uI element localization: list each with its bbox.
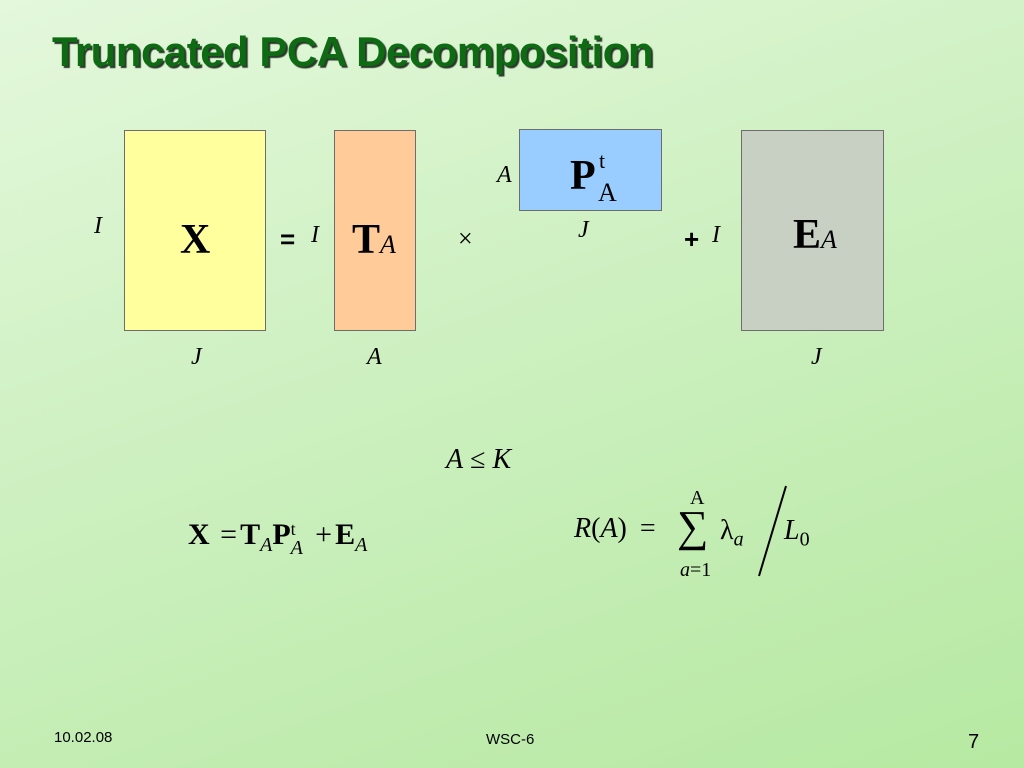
matrix-x-col-label: J: [191, 344, 202, 370]
matrix-e-row-label: I: [712, 222, 720, 248]
matrix-x-box: [124, 130, 266, 331]
lambda-term: λa: [720, 515, 744, 551]
sum-symbol: ∑: [677, 502, 709, 551]
matrix-e-col-label: J: [811, 344, 822, 370]
sum-lower-limit: a=1: [680, 559, 712, 581]
matrix-t-box: [334, 130, 416, 331]
matrix-e-symbol: EA: [793, 212, 837, 258]
matrix-p-box: [519, 129, 662, 211]
ratio-formula-lhs: R(A) =: [574, 513, 656, 544]
matrix-t-row-label: I: [311, 222, 319, 248]
constraint-formula: A ≤ K: [446, 444, 512, 475]
footer-date: 10.02.08: [54, 729, 113, 746]
sum-upper-limit: A: [690, 487, 705, 509]
equals-sign: =: [280, 224, 296, 254]
slide-title: Truncated PCA Decomposition: [52, 28, 654, 75]
matrix-t-col-label: A: [367, 344, 382, 370]
plus-sign: +: [684, 224, 700, 254]
matrix-x-row-label: I: [94, 213, 102, 239]
matrix-p-col-label: J: [578, 217, 589, 243]
matrix-p-symbol: P: [570, 153, 596, 199]
matrix-p-superscript: t: [599, 148, 606, 173]
matrix-t-symbol: TA: [352, 217, 396, 263]
page-number: 7: [968, 731, 980, 753]
denominator-term: L0: [784, 515, 810, 551]
times-sign: ×: [458, 224, 473, 253]
matrix-e-box: [741, 130, 884, 331]
fraction-slash: [758, 485, 787, 577]
matrix-x-symbol: X: [180, 217, 211, 263]
matrix-p-subscript: A: [598, 178, 617, 207]
matrix-p-row-label: A: [497, 162, 512, 188]
footer-center: WSC-6: [486, 731, 535, 748]
